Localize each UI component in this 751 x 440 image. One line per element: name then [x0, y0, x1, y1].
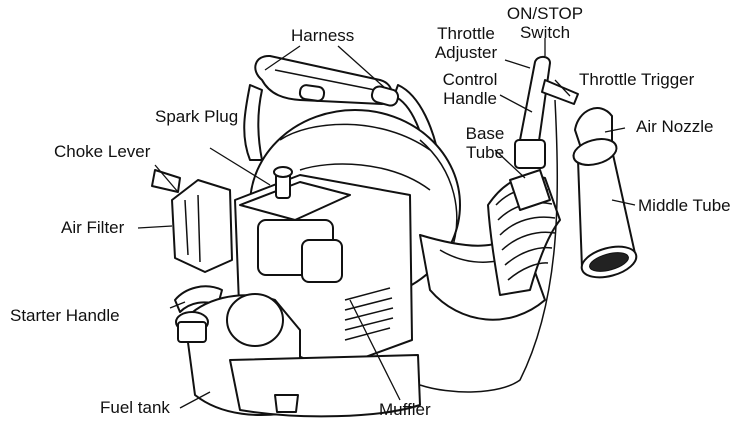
label-control-handle: Control Handle: [430, 70, 510, 108]
label-control-handle-line1: Control: [442, 70, 498, 89]
label-throttle-trigger: Throttle Trigger: [579, 70, 695, 89]
air-filter: [151, 169, 233, 273]
label-on-stop-line1: ON/STOP: [506, 4, 584, 23]
label-starter-handle: Starter Handle: [10, 306, 120, 325]
label-on-stop-line2: Switch: [519, 23, 571, 42]
label-on-stop-switch: ON/STOP Switch: [495, 4, 595, 42]
label-harness: Harness: [291, 26, 355, 45]
label-base-tube: Base Tube: [455, 124, 515, 162]
label-base-tube-line1: Base: [465, 124, 505, 143]
base-tube: [487, 169, 561, 296]
label-control-handle-line2: Handle: [443, 89, 497, 108]
label-choke-lever: Choke Lever: [54, 142, 151, 161]
label-spark-plug: Spark Plug: [155, 107, 239, 126]
frame-base: [229, 354, 421, 418]
label-muffler: Muffler: [379, 400, 431, 419]
label-air-nozzle: Air Nozzle: [636, 117, 714, 136]
label-throttle-adjuster-line1: Throttle: [437, 24, 495, 43]
label-fuel-tank: Fuel tank: [100, 398, 170, 417]
leader-lines: [137, 38, 636, 409]
nozzle-and-tube: [572, 107, 638, 279]
label-throttle-adjuster: Throttle Adjuster: [418, 24, 514, 62]
label-air-filter: Air Filter: [61, 218, 125, 237]
label-base-tube-line2: Tube: [465, 143, 505, 162]
label-throttle-adjuster-line2: Adjuster: [434, 43, 498, 62]
label-middle-tube: Middle Tube: [638, 196, 731, 215]
control-handle: [419, 55, 579, 393]
